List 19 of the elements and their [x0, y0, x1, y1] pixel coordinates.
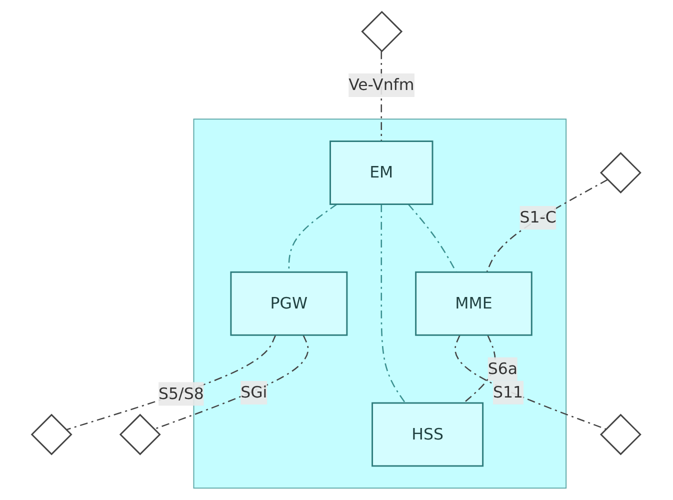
connector [154, 334, 310, 430]
node-box: PGW [230, 271, 348, 336]
node-box: MME [415, 271, 533, 336]
edge-label: S1-C [520, 208, 557, 227]
edge-label: S11 [493, 382, 524, 402]
connector [486, 179, 608, 272]
edge-label: S5/S8 [158, 384, 204, 403]
edge-label: Ve-Vnfm [348, 75, 415, 94]
node-diamond [600, 414, 642, 456]
node-diamond [31, 414, 73, 456]
node-diamond [120, 414, 162, 456]
node-box: EM [330, 140, 434, 205]
edge-label: S6a [488, 359, 518, 378]
edge-label: SGi [240, 382, 268, 402]
node-box: HSS [372, 402, 484, 467]
node-diamond [600, 152, 642, 194]
connector [66, 334, 277, 430]
connector [381, 204, 406, 404]
node-diamond [362, 10, 403, 52]
